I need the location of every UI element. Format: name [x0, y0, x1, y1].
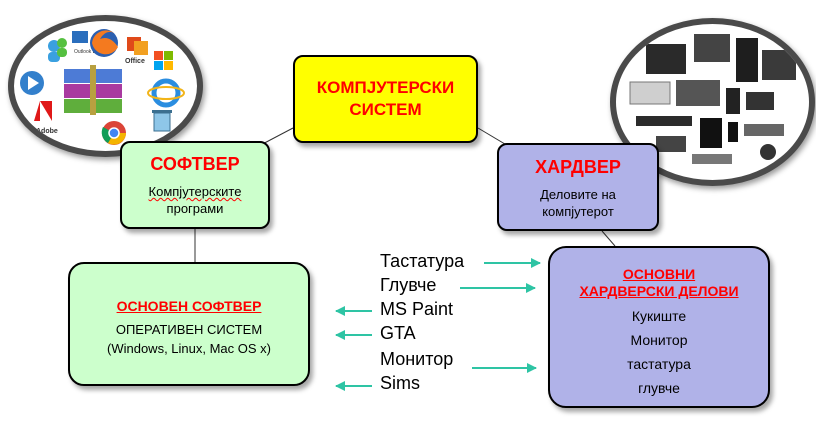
software-box: СОФТВЕР Компјутерските програми — [120, 141, 270, 229]
messenger-icon — [48, 38, 67, 62]
winrar-icon — [64, 65, 122, 115]
software-title: СОФТВЕР — [150, 154, 240, 174]
middle-item-sims: Sims — [380, 373, 420, 393]
phone-image — [728, 122, 738, 142]
hardware-part-item: Кукиште — [631, 308, 687, 324]
adobe-label: Adobe — [36, 128, 58, 135]
basic-software-box: ОСНОВЕН СОФТВЕР ОПЕРАТИВЕН СИСТЕМ (Windo… — [68, 262, 310, 386]
tower-image — [736, 38, 758, 82]
hardware-parts-box: ОСНОВНИ ХАРДВЕРСКИ ДЕЛОВИ Кукиште Монито… — [548, 246, 770, 408]
firefox-icon — [90, 29, 118, 57]
hardware-part-item: Монитор — [630, 332, 688, 348]
middle-item-keyboard: Тастатура — [380, 251, 465, 271]
software-icons-circle: Outlook Express Office — [8, 15, 203, 157]
middle-item-mouse: Глувче — [380, 275, 437, 295]
middle-item-ms-paint: MS Paint — [380, 299, 454, 319]
speaker-image — [726, 88, 740, 114]
basic-software-title: ОСНОВЕН СОФТВЕР — [116, 298, 262, 314]
middle-item-monitor: Монитор — [380, 349, 454, 369]
windows-icon — [154, 51, 173, 70]
printer-image — [629, 81, 671, 105]
software-description-rest: програми — [166, 201, 224, 216]
operating-system-label: ОПЕРАТИВЕН СИСТЕМ — [115, 322, 263, 337]
monitor-image — [646, 44, 686, 74]
hardware-part-item: тастатура — [627, 356, 691, 372]
outlook-express-label: Outlook Express — [74, 49, 111, 55]
middle-item-gta: GTA — [380, 323, 416, 343]
office-icon: Office — [125, 37, 148, 65]
gadget-image — [692, 154, 732, 164]
laptop-image — [676, 80, 720, 106]
hardware-parts-title: ОСНОВНИ ХАРДВЕРСКИ ДЕЛОВИ — [579, 266, 739, 299]
operating-system-examples: (Windows, Linux, Mac OS x) — [107, 341, 271, 356]
internet-explorer-icon — [147, 78, 185, 108]
hardware-description: Деловите на компјутерот — [540, 187, 616, 219]
computer-system-box: КОМПЈУТЕРСКИ СИСТЕМ — [293, 55, 478, 143]
camera-image — [746, 92, 774, 110]
office-label: Office — [125, 58, 145, 65]
router-image — [744, 124, 784, 136]
media-player-icon — [20, 71, 44, 95]
hardware-title: ХАРДВЕР — [535, 157, 621, 177]
software-description: Компјутерските програми — [122, 183, 268, 217]
mouse-image — [760, 144, 776, 160]
tablet-image — [700, 118, 722, 148]
monitor-image — [762, 50, 796, 80]
chrome-icon — [101, 121, 126, 145]
adobe-icon: Adobe — [34, 101, 58, 135]
gadget-image — [656, 136, 686, 152]
computer-system-title: КОМПЈУТЕРСКИ СИСТЕМ — [316, 78, 455, 119]
hardware-devices-circle — [610, 18, 815, 186]
hardware-box: ХАРДВЕР Деловите на компјутерот — [497, 143, 659, 231]
outlook-express-icon: Outlook Express — [72, 31, 111, 55]
keyboard-image — [636, 116, 692, 126]
hardware-part-item: глувче — [638, 380, 680, 396]
recycle-bin-icon — [152, 110, 172, 132]
connector-hardware-parts — [601, 230, 616, 247]
monitor-image — [694, 34, 730, 62]
software-description-word: Компјутерските — [148, 184, 242, 199]
